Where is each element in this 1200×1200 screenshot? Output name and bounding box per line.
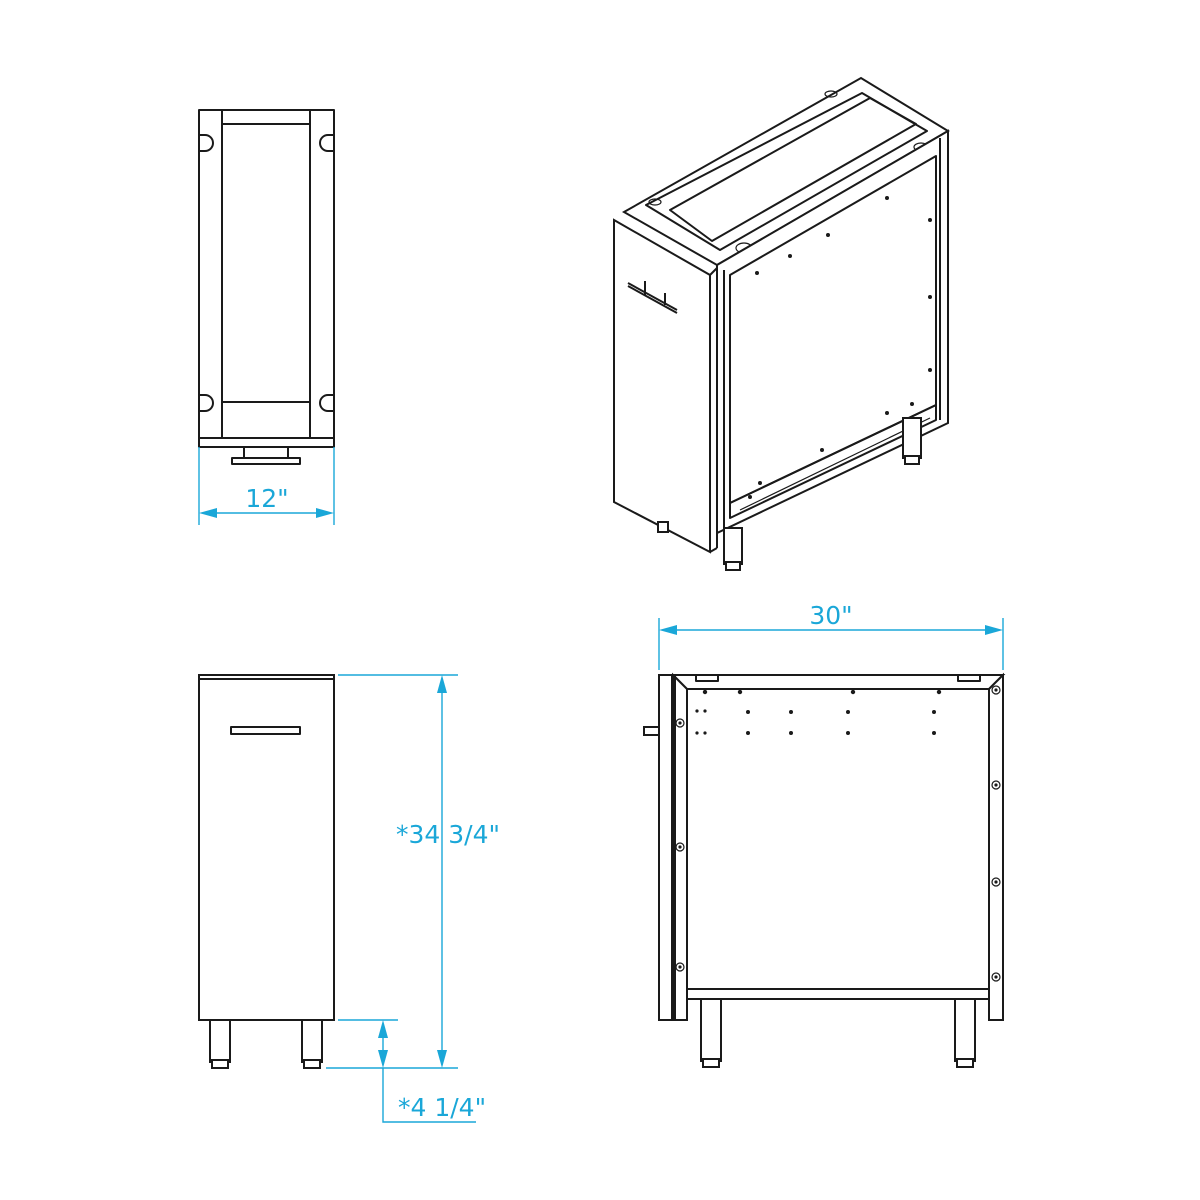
height-label: *34 3/4" <box>396 820 500 849</box>
iso-leg-front <box>723 527 743 565</box>
iso-door <box>613 218 711 554</box>
top-view-handle <box>231 457 301 465</box>
dimension-width: 30" <box>658 601 1004 670</box>
side-leg-right <box>954 998 976 1062</box>
top-view-outline <box>198 109 335 439</box>
front-leg-left <box>209 1019 231 1063</box>
front-handle <box>230 726 301 735</box>
dimension-leg-height: *4 1/4" <box>338 1019 486 1123</box>
top-view-panel <box>221 123 311 403</box>
leg-height-label: *4 1/4" <box>398 1093 486 1122</box>
side-view-top <box>670 674 1006 690</box>
side-view <box>643 672 1006 1068</box>
isometric-view <box>613 76 950 571</box>
depth-label: 12" <box>245 484 288 513</box>
front-door <box>198 674 335 1021</box>
front-leg-right <box>301 1019 323 1063</box>
side-view-door-edge <box>658 674 674 1021</box>
dimension-depth: 12" <box>198 447 335 525</box>
width-label: 30" <box>809 601 852 630</box>
front-view <box>198 674 335 1069</box>
iso-leg-back <box>902 417 922 459</box>
dimension-height: *34 3/4" <box>326 674 500 1069</box>
top-view <box>198 109 335 465</box>
side-leg-left <box>700 998 722 1062</box>
top-view-door-edge <box>198 437 335 448</box>
